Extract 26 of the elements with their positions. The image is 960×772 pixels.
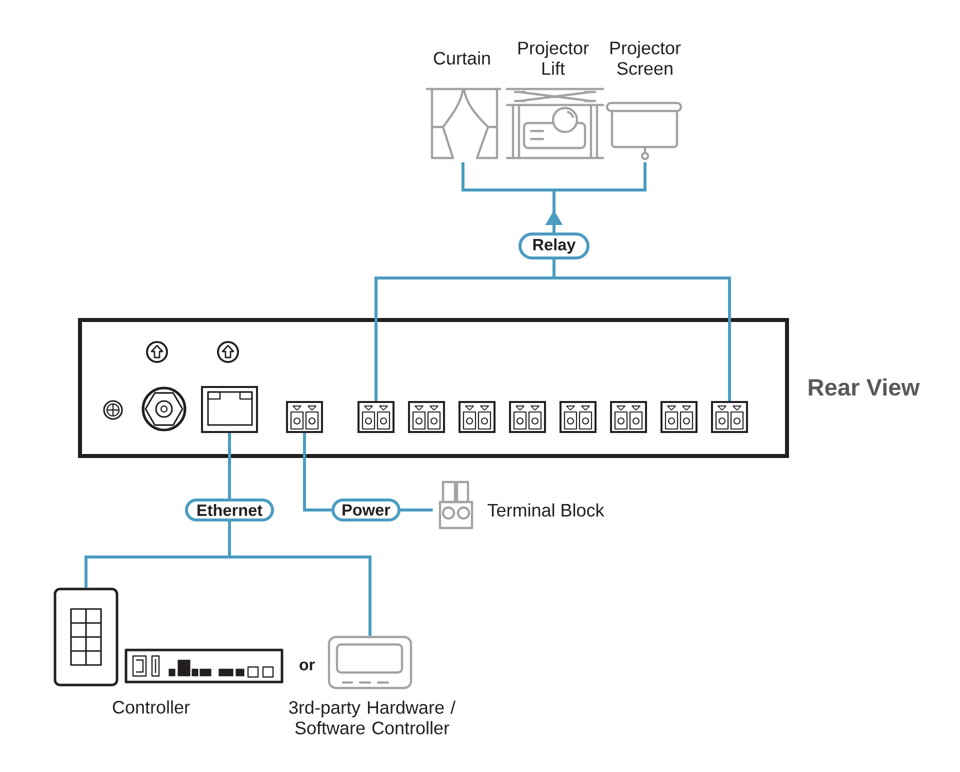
device-label: Projector Screen xyxy=(610,41,681,75)
terminal-port xyxy=(458,401,496,433)
terminal-port xyxy=(358,401,394,433)
device-label: 3rd-party Hardware / Software Controller xyxy=(289,700,456,734)
device-label: Controller xyxy=(112,700,190,714)
connector-line xyxy=(303,433,332,512)
ethernet-port xyxy=(201,386,258,433)
terminal-port xyxy=(509,401,546,433)
pill-label: Power xyxy=(332,498,400,522)
panel-title: Rear View xyxy=(808,378,920,396)
terminal-port xyxy=(711,401,748,433)
connector-line xyxy=(228,433,231,498)
device-label: Curtain xyxy=(434,51,490,65)
connector-line xyxy=(228,522,372,636)
terminal-port xyxy=(610,401,647,433)
connector-line xyxy=(400,508,433,512)
terminal-port xyxy=(408,401,445,433)
device-label: Terminal Block xyxy=(488,503,604,517)
pill-label: Ethernet xyxy=(185,498,274,522)
arrow xyxy=(462,160,646,234)
device-label: Projector Lift xyxy=(518,41,589,75)
terminal-port xyxy=(286,401,323,433)
terminal-port xyxy=(660,401,698,433)
pill-label: Relay xyxy=(518,232,590,260)
connector-line xyxy=(552,260,731,401)
terminal-port xyxy=(560,401,596,433)
